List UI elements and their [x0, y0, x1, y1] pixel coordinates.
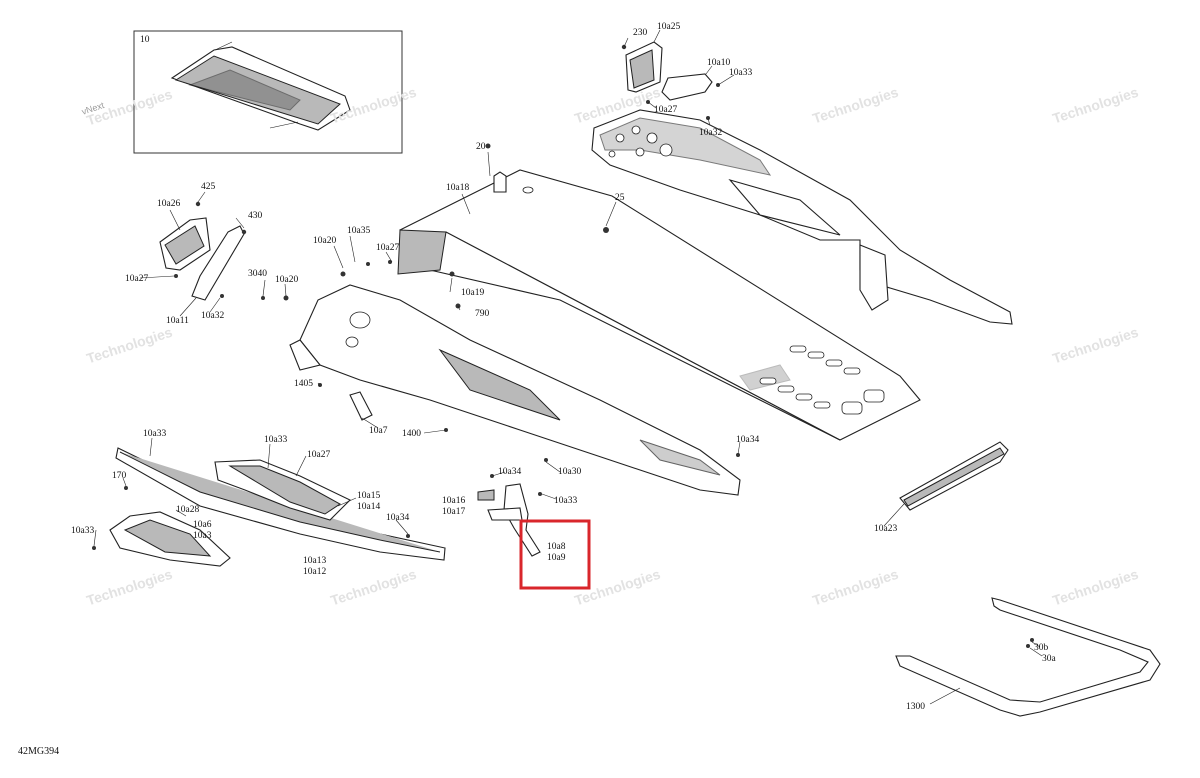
right-side-rail — [591, 109, 1013, 325]
bracket-10a23 — [899, 441, 1009, 511]
part-label[interactable]: 1400 — [402, 429, 421, 439]
part-label[interactable]: 10a7 — [369, 426, 388, 436]
part-label[interactable]: 10a9 — [547, 553, 566, 563]
part-label[interactable]: 10a35 — [347, 226, 370, 236]
part-label[interactable]: 10a34 — [386, 513, 409, 523]
watermark-text: Technologies — [84, 566, 174, 609]
part-label[interactable]: 10a30 — [558, 467, 581, 477]
part-label[interactable]: 10a32 — [699, 128, 722, 138]
left-upper-bracket — [159, 201, 289, 301]
part-label[interactable]: 10a10 — [707, 58, 730, 68]
part-label[interactable]: 10a20 — [313, 236, 336, 246]
part-label[interactable]: 10a26 — [157, 199, 180, 209]
watermark-text: Technologies — [1050, 324, 1140, 367]
part-label[interactable]: 10a11 — [166, 316, 189, 326]
part-label[interactable]: 10a27 — [307, 450, 330, 460]
part-label[interactable]: 10a27 — [654, 105, 677, 115]
highlight-box — [519, 519, 591, 590]
part-label[interactable]: 10a25 — [657, 22, 680, 32]
part-label[interactable]: 10a33 — [729, 68, 752, 78]
part-label[interactable]: 430 — [248, 211, 263, 221]
part-label[interactable]: 10a18 — [446, 183, 469, 193]
part-label[interactable]: 10a13 — [303, 556, 326, 566]
part-label[interactable]: 10a33 — [143, 429, 166, 439]
part-label[interactable]: 10a33 — [554, 496, 577, 506]
part-label[interactable]: 10a20 — [275, 275, 298, 285]
part-label[interactable]: 10a14 — [357, 502, 380, 512]
watermark-text: Technologies — [84, 324, 174, 367]
watermark-text: Technologies — [810, 566, 900, 609]
part-label[interactable]: 10a6 — [193, 520, 212, 530]
part-label[interactable]: 30a — [1042, 654, 1057, 664]
watermark-text: Technologies — [1050, 566, 1140, 609]
watermark-text: Technologies — [810, 84, 900, 127]
part-label[interactable]: 10a27 — [376, 243, 399, 253]
tunnel-plate — [397, 169, 921, 441]
part-label[interactable]: 10a8 — [547, 542, 566, 552]
part-label[interactable]: 20 — [476, 142, 486, 152]
part-label[interactable]: 10a33 — [264, 435, 287, 445]
part-label[interactable]: 10a3 — [193, 531, 212, 541]
part-labels: 10a25 230 10a10 10a33 10a27 10a32 20 25 … — [71, 22, 1057, 712]
part-label[interactable]: 170 — [112, 471, 127, 481]
lower-left-bracket — [92, 486, 231, 567]
part-label[interactable]: 10a23 — [874, 524, 897, 534]
part-label[interactable]: 790 — [475, 309, 490, 319]
part-label[interactable]: 10a32 — [201, 311, 224, 321]
runner-1300 — [895, 597, 1161, 717]
center-bracket-10a8 — [477, 474, 542, 557]
drawing-code: 42MG394 — [18, 746, 59, 757]
rear-bracket-assembly — [621, 29, 735, 127]
part-label[interactable]: 10a34 — [498, 467, 521, 477]
part-label[interactable]: 10a15 — [357, 491, 380, 501]
part-label[interactable]: 1405 — [294, 379, 313, 389]
part-label[interactable]: 30b — [1034, 643, 1049, 653]
left-side-rail — [289, 284, 741, 496]
inset-label: 10 — [140, 35, 150, 45]
watermark-text: Technologies — [328, 566, 418, 609]
part-label[interactable]: 25 — [615, 193, 625, 203]
part-label[interactable]: 10a16 — [442, 496, 465, 506]
part-label[interactable]: 230 — [633, 28, 648, 38]
part-label[interactable]: 10a34 — [736, 435, 759, 445]
part-label[interactable]: 10a27 — [125, 274, 148, 284]
part-label[interactable]: 10a28 — [176, 505, 199, 515]
watermark-text: Technologies — [1050, 84, 1140, 127]
part-label[interactable]: 10a33 — [71, 526, 94, 536]
fasteners — [318, 143, 740, 462]
part-label[interactable]: 3040 — [248, 269, 267, 279]
middle-bracket — [214, 459, 351, 521]
part-label[interactable]: 1300 — [906, 702, 925, 712]
part-label[interactable]: 10a19 — [461, 288, 484, 298]
leader-lines — [93, 151, 1043, 705]
part-label[interactable]: 10a17 — [442, 507, 465, 517]
part-label[interactable]: 10a12 — [303, 567, 326, 577]
part-label[interactable]: 425 — [201, 182, 216, 192]
inset-box: 10 — [133, 30, 403, 154]
